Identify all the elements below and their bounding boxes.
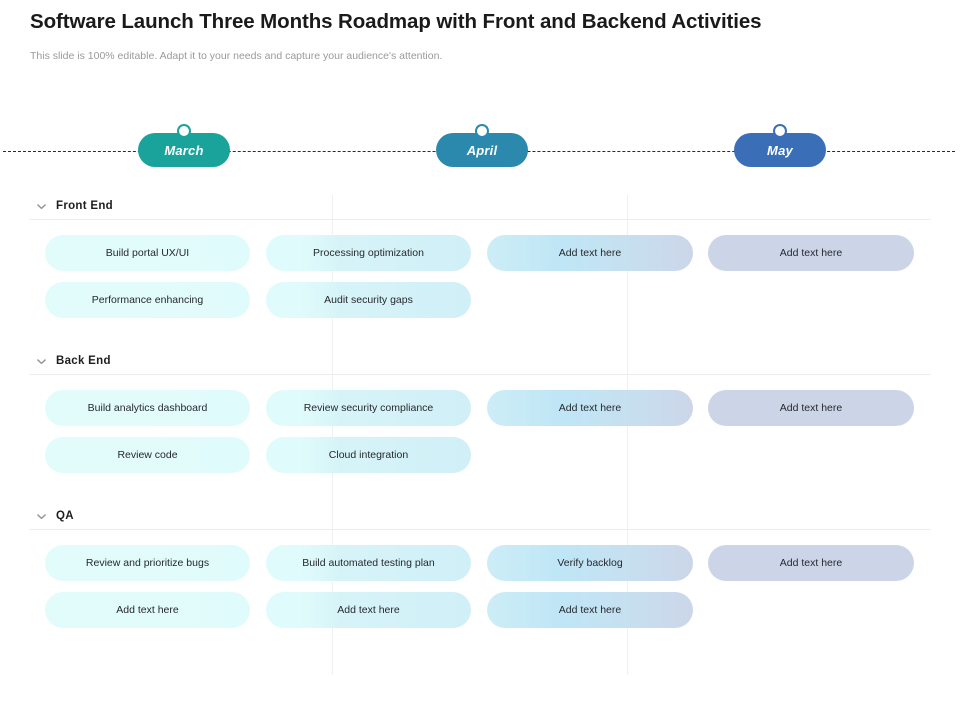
pill-gradient-fill: [45, 437, 250, 473]
activity-pill[interactable]: Review and prioritize bugs: [45, 545, 250, 581]
activity-pill-label: Processing optimization: [313, 247, 424, 259]
activity-pill[interactable]: Audit security gaps: [266, 282, 471, 318]
activity-row: Review and prioritize bugs Build automate…: [0, 545, 960, 581]
chevron-down-icon: [37, 513, 46, 519]
activity-row: Performance enhancing Audit security gaps: [0, 282, 960, 318]
activity-pill[interactable]: Add text here: [487, 390, 693, 426]
activity-pill[interactable]: Add text here: [266, 592, 471, 628]
pill-gradient-fill: [45, 282, 250, 318]
timeline-month-label: April: [466, 142, 498, 158]
activity-row: Add text here Add text here Add text here: [0, 592, 960, 628]
section-header-front-end[interactable]: Front End: [36, 195, 113, 217]
section-label: Front End: [56, 200, 113, 212]
activity-pill[interactable]: Add text here: [708, 390, 914, 426]
section-header-qa[interactable]: QA: [36, 505, 74, 527]
activity-pill-label: Add text here: [116, 604, 179, 616]
pill-gradient-fill: [45, 390, 250, 426]
pill-gradient-fill: [45, 545, 250, 581]
pill-gradient-fill: [266, 592, 471, 628]
activity-pill-label: Performance enhancing: [91, 294, 204, 306]
activity-pill-label: Add text here: [779, 247, 843, 259]
pill-gradient-fill: [487, 390, 693, 426]
section-divider: [30, 219, 930, 220]
activity-pill-label: Review security compliance: [303, 402, 434, 414]
activity-pill-label: Add text here: [558, 247, 622, 259]
activity-pill[interactable]: Review security compliance: [266, 390, 471, 426]
activity-row: Build analytics dashboard Review security…: [0, 390, 960, 426]
section-divider: [30, 529, 930, 530]
timeline-month-april[interactable]: April: [436, 124, 528, 167]
activity-pill[interactable]: Build portal UX/UI: [45, 235, 250, 271]
activity-pill-label: Review and prioritize bugs: [85, 557, 210, 569]
pill-gradient-fill: [266, 282, 471, 318]
pill-gradient-fill: [487, 592, 693, 628]
section-label: QA: [56, 510, 74, 522]
activity-row: Review code Cloud integration: [0, 437, 960, 473]
timeline-month-label: May: [767, 142, 793, 158]
section-header-back-end[interactable]: Back End: [36, 350, 111, 372]
activity-pill-label: Review code: [117, 449, 178, 461]
pill-gradient-fill: [708, 545, 914, 581]
column-divider-2: [627, 195, 628, 675]
timeline-milestone-dot-icon: [773, 124, 787, 138]
pill-gradient-fill: [266, 545, 471, 581]
activity-pill[interactable]: Add text here: [487, 235, 693, 271]
pill-gradient-fill: [266, 437, 471, 473]
activity-pill[interactable]: Verify backlog: [487, 545, 693, 581]
pill-gradient-fill: [266, 235, 471, 271]
column-divider-1: [332, 195, 333, 675]
activity-pill-label: Build portal UX/UI: [105, 247, 190, 259]
activity-pill-label: Cloud integration: [328, 449, 409, 461]
activity-pill-label: Build automated testing plan: [302, 557, 435, 569]
timeline: March April May: [0, 118, 960, 190]
chevron-down-icon: [37, 203, 46, 209]
pill-gradient-fill: [45, 235, 250, 271]
timeline-milestone-dot-icon: [475, 124, 489, 138]
activity-pill[interactable]: Add text here: [708, 235, 914, 271]
activity-pill[interactable]: Cloud integration: [266, 437, 471, 473]
activity-pill[interactable]: Add text here: [708, 545, 914, 581]
pill-gradient-fill: [708, 390, 914, 426]
timeline-month-label: March: [164, 142, 204, 158]
activity-pill-label: Build analytics dashboard: [87, 402, 208, 414]
activity-pill[interactable]: Build analytics dashboard: [45, 390, 250, 426]
chevron-down-icon: [37, 358, 46, 364]
activity-pill[interactable]: Review code: [45, 437, 250, 473]
pill-gradient-fill: [487, 545, 693, 581]
pill-gradient-fill: [45, 592, 250, 628]
pill-gradient-fill: [487, 235, 693, 271]
timeline-month-march[interactable]: March: [138, 124, 230, 167]
section-label: Back End: [56, 355, 111, 367]
activity-pill-label: Verify backlog: [557, 557, 623, 569]
activity-pill-label: Add text here: [337, 604, 400, 616]
activity-row: Build portal UX/UI Processing optimizatio…: [0, 235, 960, 271]
activity-pill[interactable]: Add text here: [487, 592, 693, 628]
activity-pill[interactable]: Build automated testing plan: [266, 545, 471, 581]
activity-pill-label: Add text here: [779, 402, 843, 414]
timeline-milestone-dot-icon: [177, 124, 191, 138]
section-divider: [30, 374, 930, 375]
activity-pill[interactable]: Processing optimization: [266, 235, 471, 271]
activity-pill-label: Add text here: [779, 557, 843, 569]
activity-pill[interactable]: Add text here: [45, 592, 250, 628]
page-subtitle: This slide is 100% editable. Adapt it to…: [30, 50, 443, 62]
activity-pill-label: Add text here: [558, 402, 622, 414]
activity-pill-label: Audit security gaps: [324, 294, 413, 306]
pill-gradient-fill: [266, 390, 471, 426]
timeline-month-may[interactable]: May: [734, 124, 826, 167]
pill-gradient-fill: [708, 235, 914, 271]
page-title: Software Launch Three Months Roadmap wit…: [30, 10, 762, 33]
activity-pill-label: Add text here: [558, 604, 622, 616]
activity-pill[interactable]: Performance enhancing: [45, 282, 250, 318]
